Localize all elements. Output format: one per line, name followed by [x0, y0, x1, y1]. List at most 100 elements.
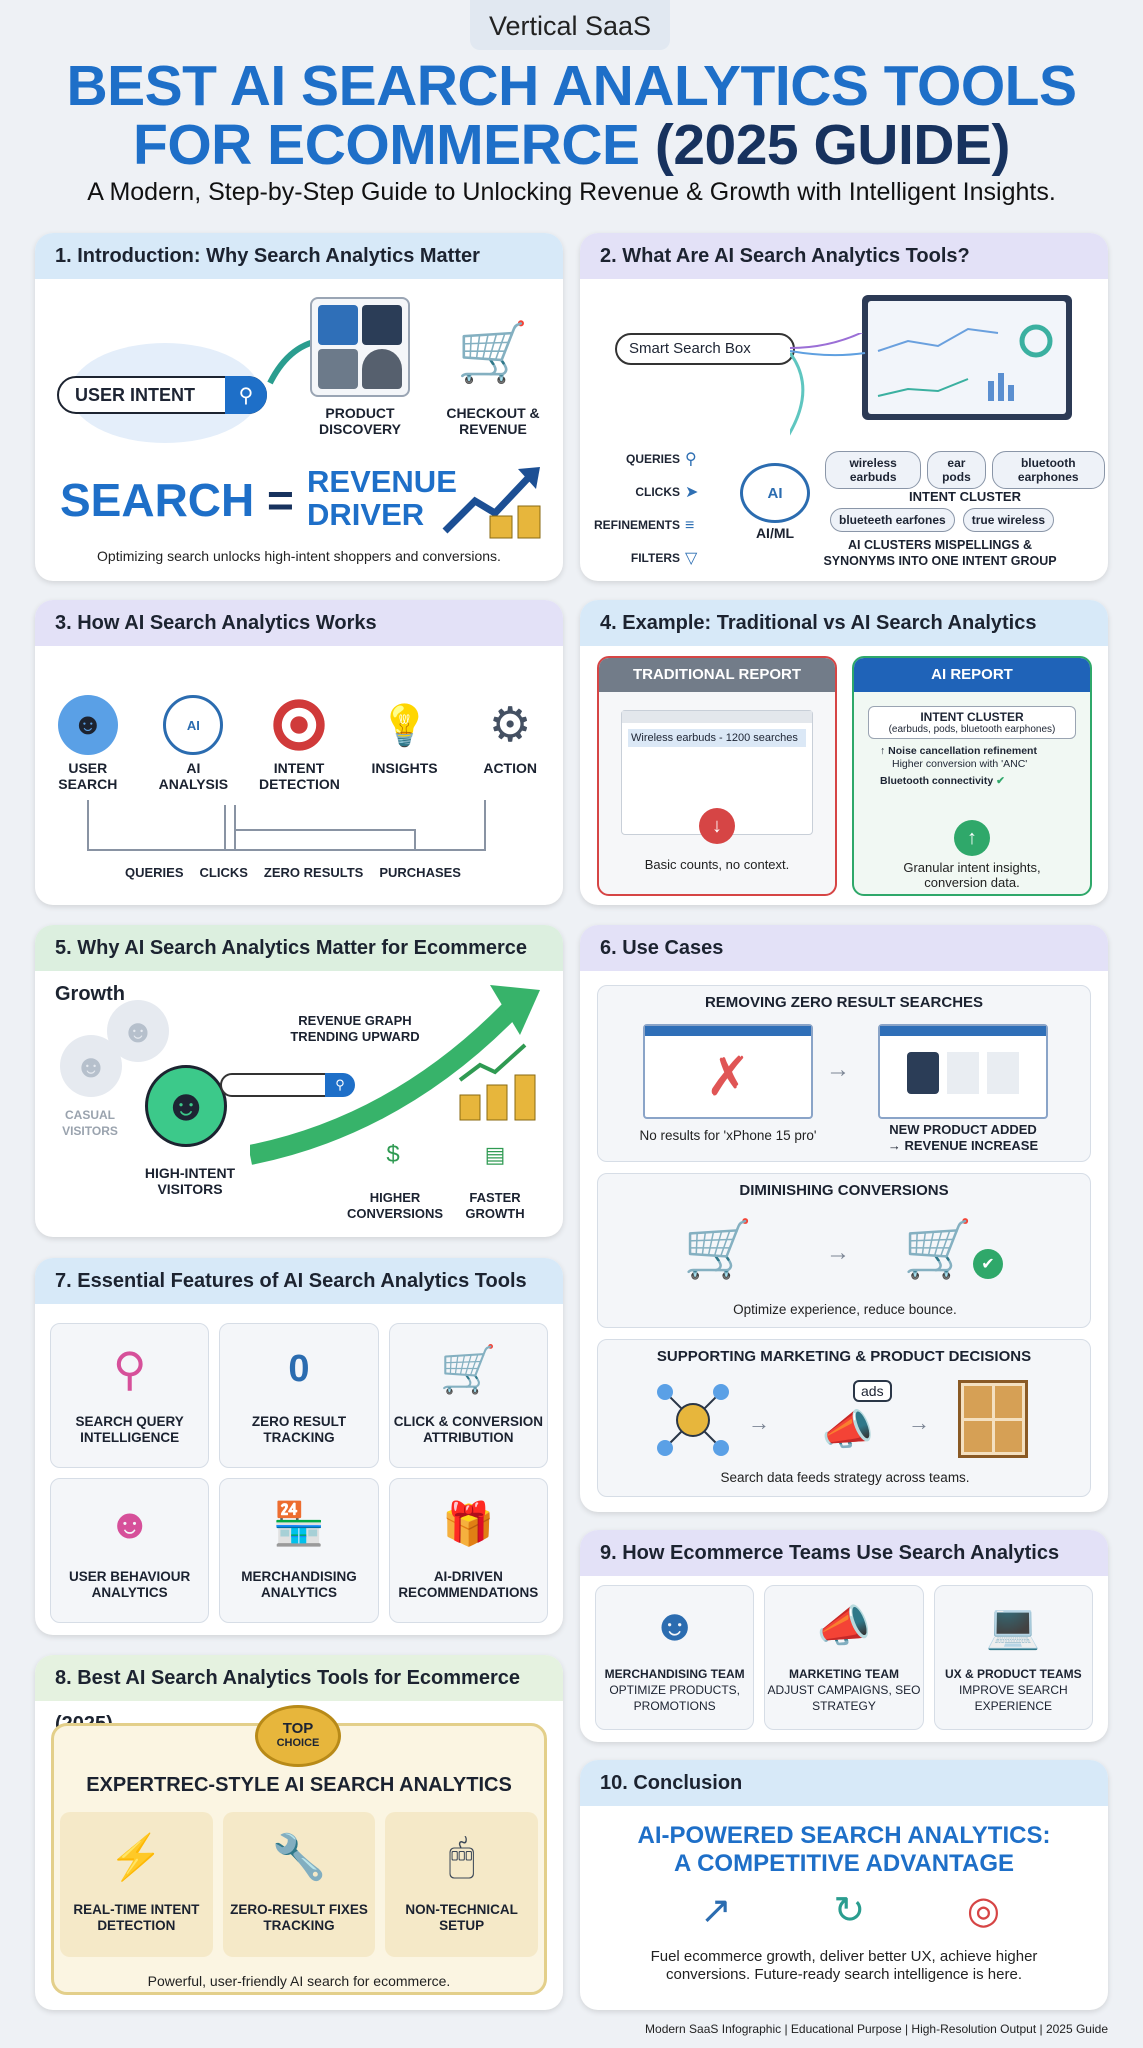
conclusion-icons: ↗ ↻ ◎ — [700, 1888, 1000, 1933]
cart-cursor-icon: 🛒 — [439, 1342, 497, 1395]
cart-icon: 🛒 — [456, 320, 530, 385]
step-icons: ☻ AI 💡 ⚙ — [35, 695, 563, 755]
search-icon: ⚲ — [685, 451, 697, 468]
check-icon: ✔ — [973, 1249, 1003, 1279]
revenue-graph-label: REVENUE GRAPH TRENDING UPWARD — [290, 1013, 420, 1044]
ai-ml-label: AI/ML — [755, 525, 795, 541]
gear-icon: ⚙ — [488, 699, 532, 752]
section-use-cases: 6. Use Cases REMOVING ZERO RESULT SEARCH… — [580, 925, 1108, 1512]
usecase-conversions: DIMINISHING CONVERSIONS 🛒 → 🛒 ✔ Optimize… — [597, 1173, 1091, 1328]
search-icon: ⚲ — [325, 1073, 355, 1097]
tool-features: ⚡REAL-TIME INTENT DETECTION 🔧ZERO-RESULT… — [60, 1812, 538, 1957]
feature-card: 🛒CLICK & CONVERSION ATTRIBUTION — [388, 1323, 548, 1468]
coins-chart-icon — [458, 1043, 536, 1121]
searchbar — [220, 1073, 345, 1097]
cursor-icon: ➤ — [685, 484, 699, 501]
section-heading: 2. What Are AI Search Analytics Tools? — [580, 233, 1108, 279]
brain-magnifier-icon: ⚲ — [112, 1343, 147, 1395]
bar-chart-icon: ▤ — [484, 1142, 506, 1167]
feature-card: ⚲SEARCH QUERY INTELLIGENCE — [50, 1323, 210, 1468]
marketer-icon: 📣 — [816, 1602, 872, 1651]
section-conclusion: 10. Conclusion AI-POWERED SEARCH ANALYTI… — [580, 1760, 1108, 2010]
caption: Optimizing search unlocks high-intent sh… — [97, 548, 501, 564]
gift-hand-icon: 🎁 — [442, 1499, 495, 1547]
page-subtitle: A Modern, Step-by-Step Guide to Unlockin… — [87, 178, 1056, 206]
smart-search-box: Smart Search Box — [615, 333, 795, 365]
casual-user-icon: ☻ — [60, 1035, 122, 1097]
megaphone-icon: 📣 — [821, 1405, 875, 1453]
store-chart-icon: 🏪 — [272, 1499, 326, 1547]
ai-brain-icon: AI — [740, 463, 810, 523]
section-heading: 4. Example: Traditional vs AI Search Ana… — [580, 600, 1108, 646]
section-what-are: 2. What Are AI Search Analytics Tools? S… — [580, 233, 1108, 581]
user-flow-icon: ☻ — [107, 1500, 152, 1547]
down-arrow-icon: ↓ — [699, 808, 735, 844]
merchandiser-icon: ☻ — [651, 1601, 698, 1650]
product-grid-icon — [310, 297, 410, 397]
section-heading: 10. Conclusion — [580, 1760, 1108, 1806]
casual-user-icon: ☻ — [107, 1000, 169, 1062]
section-example: 4. Example: Traditional vs AI Search Ana… — [580, 600, 1108, 905]
growth-coins-icon — [442, 467, 541, 539]
feature-card: 🎁AI-DRIVEN RECOMMENDATIONS — [388, 1478, 548, 1623]
warehouse-shelf-icon — [958, 1380, 1028, 1458]
conclusion-title: AI-POWERED SEARCH ANALYTICS:A COMPETITIV… — [637, 1822, 1051, 1877]
user-icon: ☻ — [57, 695, 118, 755]
section-heading: 6. Use Cases — [580, 925, 1108, 971]
growth-arrow-icon — [250, 985, 540, 1165]
casual-visitors-label: CASUAL VISITORS — [62, 1108, 118, 1138]
intent-cluster-label: INTENT CLUSTER — [909, 489, 1021, 504]
section-how-works: 3. How AI Search Analytics Works ☻ AI 💡 … — [35, 600, 563, 905]
product-discovery-label: PRODUCT DISCOVERY — [319, 405, 401, 437]
section-heading: 8. Best AI Search Analytics Tools for Ec… — [35, 1655, 563, 1735]
traditional-report-panel: TRADITIONAL REPORT Wireless earbuds - 12… — [597, 656, 837, 896]
section-teams: 9. How Ecommerce Teams Use Search Analyt… — [580, 1530, 1108, 1742]
conclusion-text: Fuel ecommerce growth, deliver better UX… — [650, 1948, 1038, 1983]
search-icon: ⚲ — [225, 376, 267, 414]
filter-icon: ▽ — [685, 550, 698, 567]
feature-card: 🏪MERCHANDISING ANALYTICS — [219, 1478, 379, 1623]
target-icon — [268, 695, 329, 755]
user-journey-icon: ↻ — [833, 1890, 866, 1932]
ai-report-panel: AI REPORT INTENT CLUSTER (earbuds, pods,… — [852, 656, 1092, 896]
window-check-icon: 🖱 — [448, 1832, 475, 1881]
high-intent-user-icon: ☻ — [145, 1065, 227, 1147]
section-why-matter: 5. Why AI Search Analytics Matter for Ec… — [35, 925, 563, 1237]
zero-magnifier-icon: 0 — [288, 1347, 310, 1390]
section-heading: 3. How AI Search Analytics Works — [35, 600, 563, 646]
section-heading: 5. Why AI Search Analytics Matter for Ec… — [35, 925, 563, 1005]
section-features: 7. Essential Features of AI Search Analy… — [35, 1258, 563, 1635]
no-results-icon: ✗ — [705, 1046, 751, 1107]
ads-bubble: ads — [853, 1380, 892, 1402]
usecase-marketing: SUPPORTING MARKETING & PRODUCT DECISIONS… — [597, 1339, 1091, 1497]
ai-brain-icon: AI — [163, 695, 224, 755]
cart-exit-icon: 🛒 — [683, 1217, 753, 1280]
section-heading: 7. Essential Features of AI Search Analy… — [35, 1258, 563, 1304]
network-icon — [657, 1384, 729, 1456]
growth-arrow-icon: ↗ — [700, 1890, 732, 1932]
faster-growth-label: FASTER GROWTH — [465, 1190, 525, 1221]
section-best-tools: 8. Best AI Search Analytics Tools for Ec… — [35, 1655, 563, 2010]
cart-check-icon: 🛒 — [903, 1217, 973, 1280]
target-chart-icon: ◎ — [966, 1890, 1000, 1932]
high-intent-label: HIGH-INTENT VISITORS — [144, 1165, 236, 1197]
sliders-icon: ≡ — [685, 517, 695, 534]
brain-bolt-icon: ⚡ — [108, 1833, 164, 1882]
tool-name: EXPERTREC-STYLE AI SEARCH ANALYTICS — [86, 1774, 512, 1796]
usecase-zero-results: REMOVING ZERO RESULT SEARCHES ✗ → No res… — [597, 985, 1091, 1162]
input-icons: ⚲ ➤ ≡ ▽ — [685, 443, 698, 575]
section-heading: 1. Introduction: Why Search Analytics Ma… — [35, 233, 563, 279]
page-title-line1: BEST AI SEARCH ANALYTICS TOOLS — [66, 54, 1077, 118]
checkout-label: CHECKOUT & REVENUE — [446, 405, 540, 437]
lightbulb-icon: 💡 — [379, 703, 430, 748]
section-heading: 9. How Ecommerce Teams Use Search Analyt… — [580, 1530, 1108, 1576]
feature-card: ☻USER BEHAVIOUR ANALYTICS — [50, 1478, 210, 1623]
